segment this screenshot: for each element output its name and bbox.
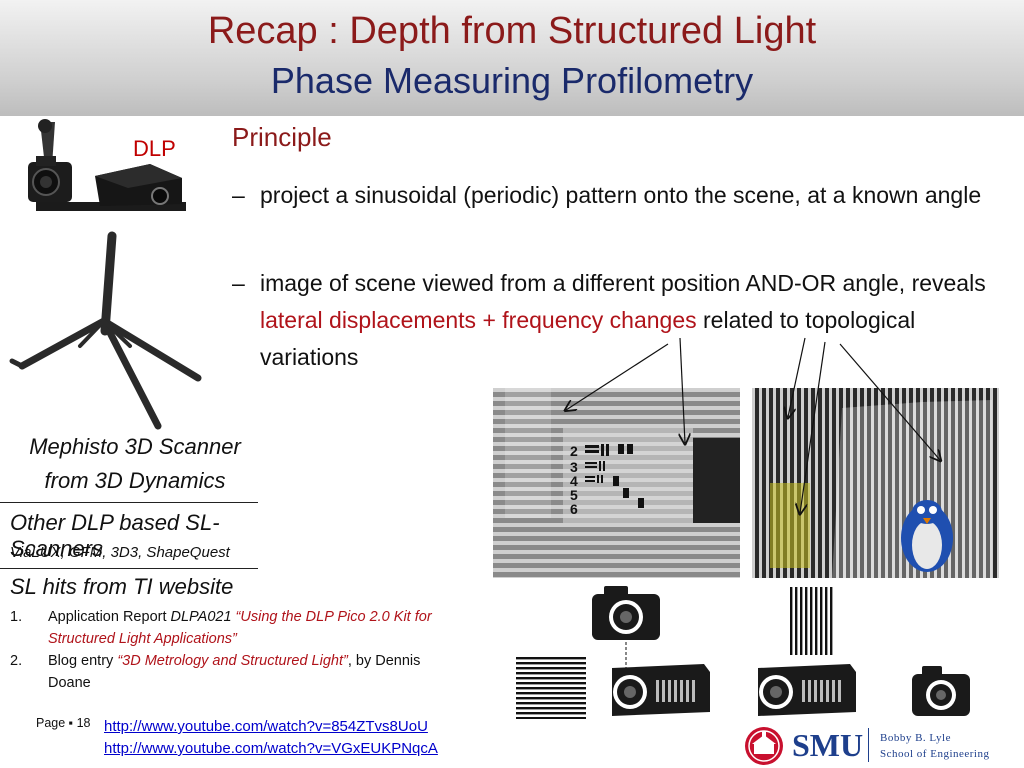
bullet-text-part2: related to topological variations <box>260 307 916 370</box>
youtube-link-1[interactable]: http://www.youtube.com/watch?v=854ZTvs8U… <box>104 718 428 735</box>
svg-text:2: 2 <box>570 443 578 459</box>
youtube-link-2[interactable]: http://www.youtube.com/watch?v=VGxEUKPNq… <box>104 740 438 757</box>
reference-code: DLPA021 <box>170 609 236 625</box>
school-name-line2: School of Engineering <box>880 748 990 760</box>
svg-text:6: 6 <box>570 501 578 517</box>
ti-reference-list: 1. Application Report DLPA021 “Using the… <box>10 606 460 694</box>
list-number: 1. <box>10 609 23 625</box>
logo-divider <box>868 728 869 762</box>
video-links: http://www.youtube.com/watch?v=854ZTvs8U… <box>104 716 438 760</box>
camera-icon <box>912 666 970 716</box>
mount-arm <box>40 122 55 166</box>
scanner-caption-line2: from 3D Dynamics <box>44 468 226 493</box>
bullet-text-part1: image of scene viewed from a different p… <box>260 270 986 296</box>
bullet-item: – project a sinusoidal (periodic) patter… <box>232 177 1002 214</box>
other-scanners-list: ViaLUX, GFM, 3D3, ShapeQuest <box>10 544 230 561</box>
divider <box>0 502 258 503</box>
other-scanners-heading: Other DLP based SL-Scanners <box>10 510 220 561</box>
ti-heading: SL hits from TI website <box>10 574 234 599</box>
school-name-line1: Bobby B. Lyle <box>880 732 951 744</box>
reference-title: “Using the DLP Pico 2.0 Kit for Structur… <box>48 609 432 647</box>
slide-title: Recap : Depth from Structured Light <box>207 10 817 52</box>
list-item: 2. Blog entry “3D Metrology and Structur… <box>10 650 460 694</box>
reference-type: Blog entry <box>48 653 118 669</box>
bullet-dash: – <box>232 182 245 208</box>
mount-bar <box>36 202 186 211</box>
list-item: 1. Application Report DLPA021 “Using the… <box>10 606 460 650</box>
camera-projector-diagram <box>516 586 970 719</box>
camera-icon <box>592 586 660 640</box>
reference-type: Application Report <box>48 609 171 625</box>
list-number: 2. <box>10 653 23 669</box>
dlp-label: DLP <box>133 136 176 161</box>
scanner-caption: Mephisto 3D Scanner from 3D Dynamics <box>10 430 260 498</box>
school-name: Bobby B. Lyle School of Engineering <box>880 730 989 762</box>
scanner-caption-line1: Mephisto 3D Scanner <box>29 434 241 459</box>
smu-seal-logo <box>745 727 783 765</box>
bullet-item: – image of scene viewed from a different… <box>232 265 1002 376</box>
penguin-icon <box>901 500 953 572</box>
projector-icon <box>95 164 182 206</box>
reference-tail: , by Dennis Doane <box>48 653 421 691</box>
smu-logo-text: SMU <box>792 727 864 763</box>
reference-title: “3D Metrology and Structured Light” <box>117 653 348 669</box>
camera-icon <box>28 156 72 202</box>
vertical-stripe-pattern <box>788 587 833 655</box>
slide-subtitle: Phase Measuring Profilometry <box>270 60 754 101</box>
mephisto-scanner-photo <box>9 119 202 430</box>
projector-icon <box>612 664 710 716</box>
svg-text:3: 3 <box>570 459 578 475</box>
annotation-arrows <box>540 337 960 530</box>
horizontal-stripe-pattern <box>516 657 586 719</box>
bullet-highlight: lateral displacements + frequency change… <box>260 307 697 333</box>
divider <box>0 568 258 569</box>
projector-icon <box>758 664 856 716</box>
tripod <box>9 231 202 430</box>
svg-text:5: 5 <box>570 487 578 503</box>
bullet-text: image of scene viewed from a different p… <box>260 265 1002 376</box>
bullet-dash: – <box>232 270 245 296</box>
svg-text:4: 4 <box>570 473 578 489</box>
bullet-text: project a sinusoidal (periodic) pattern … <box>260 182 982 208</box>
page-number: Page ▪ 18 <box>36 716 91 730</box>
title-banner <box>0 0 1024 116</box>
principle-heading: Principle <box>232 122 332 152</box>
